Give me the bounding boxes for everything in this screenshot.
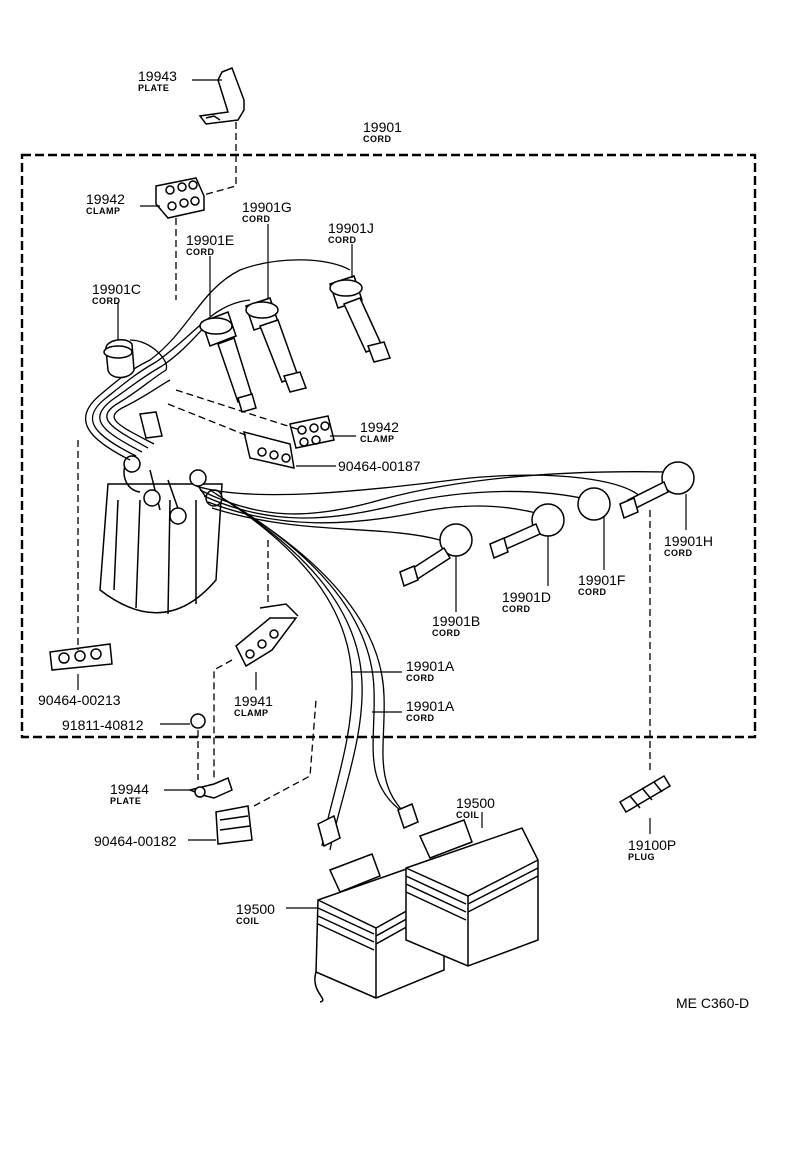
label-19500-right: 19500 COIL xyxy=(456,796,495,820)
label-19901g: 19901G CORD xyxy=(242,200,292,224)
label-19942-upper: 19942 CLAMP xyxy=(86,192,125,216)
reference-code: ME C360-D xyxy=(676,995,750,1011)
part-number: 19901B xyxy=(432,613,481,629)
cord-19901e-boot xyxy=(199,311,257,413)
label-19901: 19901 CORD xyxy=(363,120,402,144)
clamp-19941 xyxy=(235,603,299,668)
part-number: 91811-40812 xyxy=(62,717,144,733)
label-90464-00182: 90464-00182 xyxy=(94,834,177,848)
part-description: PLATE xyxy=(110,796,142,806)
label-19901c: 19901C CORD xyxy=(92,282,141,306)
part-number: 19901H xyxy=(664,533,714,549)
label-19901e: 19901E CORD xyxy=(186,233,234,257)
label-19943: 19943 PLATE xyxy=(138,69,177,93)
part-number: 19941 xyxy=(234,693,273,709)
label-19901f: 19901F CORD xyxy=(578,573,625,597)
part-description: CORD xyxy=(328,235,357,245)
part-number: 19901A xyxy=(406,698,455,714)
label-90464-00187: 90464-00187 xyxy=(338,459,421,473)
label-19901h: 19901H CORD xyxy=(664,534,713,558)
part-description: CLAMP xyxy=(86,206,121,216)
part-number: 19901E xyxy=(186,232,235,248)
part-number: 19901F xyxy=(578,572,626,588)
clamp-90464-00187 xyxy=(242,430,295,469)
spark-plug-19100p xyxy=(618,774,672,814)
part-description: COIL xyxy=(456,810,480,820)
label-90464-00213: 90464-00213 xyxy=(38,693,121,707)
cord-19901b-boot xyxy=(399,523,473,588)
part-description: CORD xyxy=(664,548,693,558)
leader-lines xyxy=(77,79,687,909)
part-description: PLATE xyxy=(138,83,170,93)
part-number: 90464-00187 xyxy=(338,458,421,474)
plate-19944 xyxy=(187,776,233,799)
part-description: CLAMP xyxy=(234,708,269,718)
clamp-19942-upper xyxy=(155,177,205,219)
part-number: 19901G xyxy=(242,199,292,215)
part-number: 90464-00182 xyxy=(94,833,177,849)
part-description: CORD xyxy=(578,587,607,597)
label-19901a-1: 19901A CORD xyxy=(406,659,454,683)
part-description: CORD xyxy=(363,134,392,144)
cord-19901d-boot xyxy=(489,503,565,560)
part-description: CORD xyxy=(406,713,435,723)
label-19901d: 19901D CORD xyxy=(502,590,551,614)
part-number: 19942 xyxy=(360,419,399,435)
part-number: 19500 xyxy=(456,795,495,811)
part-description: CORD xyxy=(186,247,215,257)
part-number: 19901D xyxy=(502,589,552,605)
part-number: 19901C xyxy=(92,281,142,297)
part-description: CORD xyxy=(406,673,435,683)
assembly-border xyxy=(20,153,757,739)
part-description: PLUG xyxy=(628,852,656,862)
distributor xyxy=(99,455,223,615)
cord-19901h-boot xyxy=(619,461,695,520)
label-19901b: 19901B CORD xyxy=(432,614,480,638)
label-19100p: 19100P PLUG xyxy=(628,838,676,862)
part-number: 19901J xyxy=(328,220,374,236)
part-description: CLAMP xyxy=(360,434,395,444)
label-19901a-2: 19901A CORD xyxy=(406,699,454,723)
label-19944: 19944 PLATE xyxy=(110,782,149,806)
part-number: 19901 xyxy=(363,119,402,135)
part-number: 19100P xyxy=(628,837,677,853)
part-number: 19943 xyxy=(138,68,177,84)
cord-19901c-boot xyxy=(103,338,163,439)
coil-19500-right xyxy=(397,802,539,967)
clamp-90464-00213 xyxy=(49,643,113,671)
bolt-91811-40812 xyxy=(190,713,206,729)
label-19500-left: 19500 COIL xyxy=(236,902,275,926)
part-number: 90464-00213 xyxy=(38,692,121,708)
label-19901j: 19901J CORD xyxy=(328,221,374,245)
part-number: 19944 xyxy=(110,781,149,797)
part-description: CORD xyxy=(502,604,531,614)
part-number: 19942 xyxy=(86,191,125,207)
label-91811-40812: 91811-40812 xyxy=(62,718,143,732)
cord-19901g-boot xyxy=(245,297,307,393)
clamp-90464-00182 xyxy=(215,805,253,845)
label-19942-middle: 19942 CLAMP xyxy=(360,420,399,444)
clamp-19942-middle xyxy=(289,415,335,449)
plate-19943 xyxy=(198,67,245,125)
part-number: 19500 xyxy=(236,901,275,917)
part-description: CORD xyxy=(92,296,121,306)
part-description: COIL xyxy=(236,916,260,926)
cord-19901f-boot xyxy=(577,487,611,521)
part-description: CORD xyxy=(242,214,271,224)
wire-bundle xyxy=(85,259,669,851)
part-number: 19901A xyxy=(406,658,455,674)
part-description: CORD xyxy=(432,628,461,638)
cord-19901j-boot xyxy=(329,275,391,363)
label-19941: 19941 CLAMP xyxy=(234,694,273,718)
